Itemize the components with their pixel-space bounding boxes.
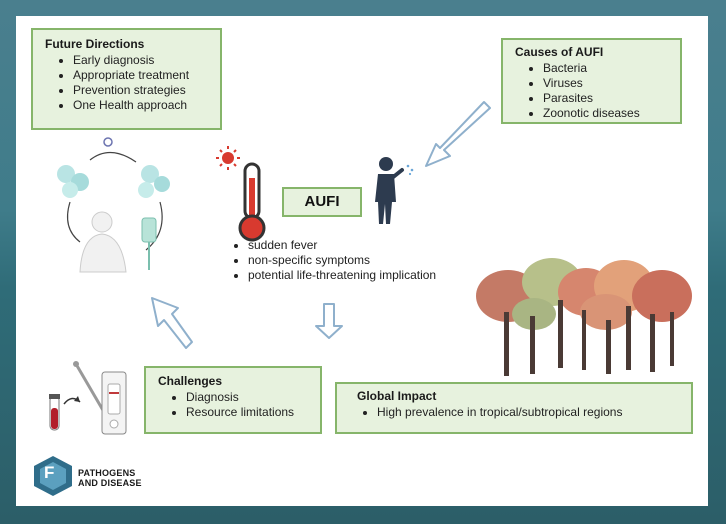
diagram-card: Future Directions Early diagnosis Approp… bbox=[16, 16, 708, 506]
challenges-list: Diagnosis Resource limitations bbox=[158, 390, 320, 420]
challenge-item: Resource limitations bbox=[186, 405, 320, 420]
trees-illustration bbox=[476, 258, 692, 376]
cause-item: Zoonotic diseases bbox=[543, 106, 680, 121]
future-item: One Health approach bbox=[73, 98, 220, 113]
logo-line-1: PATHOGENS bbox=[78, 468, 136, 478]
diagnostic-test-illustration bbox=[49, 361, 127, 435]
future-directions-list: Early diagnosis Appropriate treatment Pr… bbox=[45, 53, 220, 113]
causes-title: Causes of AUFI bbox=[515, 45, 604, 59]
cause-item: Viruses bbox=[543, 76, 680, 91]
symptom-item: sudden fever bbox=[248, 238, 436, 253]
journal-logo-icon bbox=[34, 456, 72, 496]
future-item: Early diagnosis bbox=[73, 53, 220, 68]
symptom-item: non-specific symptoms bbox=[248, 253, 436, 268]
challenges-box: Challenges Diagnosis Resource limitation… bbox=[144, 366, 322, 434]
global-impact-title: Global Impact bbox=[357, 389, 437, 403]
symptom-item: potential life-threatening implication bbox=[248, 268, 436, 283]
aufi-label-box: AUFI bbox=[282, 187, 362, 217]
cause-item: Parasites bbox=[543, 91, 680, 106]
impact-item: High prevalence in tropical/subtropical … bbox=[377, 405, 691, 420]
future-item: Appropriate treatment bbox=[73, 68, 220, 83]
logo-line-2: AND DISEASE bbox=[78, 478, 142, 488]
causes-box: Causes of AUFI Bacteria Viruses Parasite… bbox=[501, 38, 682, 124]
challenges-title: Challenges bbox=[158, 374, 223, 388]
journal-logo-text: PATHOGENS AND DISEASE bbox=[78, 468, 142, 488]
global-impact-list: High prevalence in tropical/subtropical … bbox=[357, 405, 691, 420]
symptoms-list: sudden fever non-specific symptoms poten… bbox=[232, 238, 436, 283]
future-directions-title: Future Directions bbox=[45, 37, 145, 51]
sick-person-icon bbox=[375, 157, 414, 224]
future-directions-box: Future Directions Early diagnosis Approp… bbox=[31, 28, 222, 130]
journal-logo-letter: F bbox=[44, 463, 55, 482]
treatment-cycle-illustration bbox=[57, 137, 170, 273]
global-impact-box: Global Impact High prevalence in tropica… bbox=[335, 382, 693, 434]
future-item: Prevention strategies bbox=[73, 83, 220, 98]
challenge-item: Diagnosis bbox=[186, 390, 320, 405]
cause-item: Bacteria bbox=[543, 61, 680, 76]
causes-list: Bacteria Viruses Parasites Zoonotic dise… bbox=[515, 61, 680, 121]
thermometer-icon bbox=[216, 146, 266, 242]
